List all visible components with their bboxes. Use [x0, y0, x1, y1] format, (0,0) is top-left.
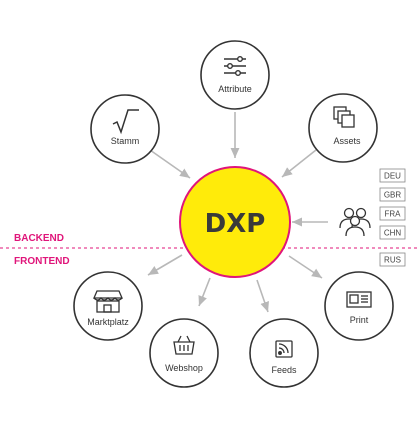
language-chn-label: CHN: [384, 229, 402, 238]
users-icon: [339, 207, 371, 237]
language-fra-label: FRA: [385, 210, 402, 219]
node-print-label: Print: [350, 315, 369, 325]
store-icon: [93, 290, 123, 313]
node-marktplatz-label: Marktplatz: [87, 317, 129, 327]
language-gbr: GBR: [379, 187, 406, 202]
dxp-hub: [179, 166, 291, 278]
sliders-icon: [224, 56, 246, 76]
arrow-hub-to-feeds: [256, 279, 269, 313]
language-deu-label: DEU: [384, 172, 401, 181]
language-rus: RUS: [379, 252, 406, 267]
square-root-icon: [112, 109, 139, 135]
node-feeds-label: Feeds: [271, 365, 297, 375]
node-feeds: Feeds: [249, 318, 319, 388]
node-attribute: Attribute: [200, 40, 270, 110]
node-print: Print: [324, 271, 394, 341]
language-list: DEU GBR FRA CHN RUS: [379, 168, 406, 267]
language-gbr-label: GBR: [384, 191, 402, 200]
node-webshop: Webshop: [149, 318, 219, 388]
language-deu: DEU: [379, 168, 406, 183]
language-fra: FRA: [379, 206, 406, 221]
layers-icon: [333, 106, 355, 128]
node-stamm-label: Stamm: [111, 136, 140, 146]
frontend-label: FRONTEND: [14, 256, 70, 267]
basket-icon: [173, 335, 195, 355]
node-webshop-label: Webshop: [165, 363, 203, 373]
dxp-hub-label: DXP: [205, 209, 266, 239]
node-assets: Assets: [308, 93, 378, 163]
arrow-hub-to-marktplatz: [147, 254, 183, 276]
rss-icon: [275, 340, 293, 358]
arrow-stamm-to-hub: [149, 149, 191, 179]
arrow-hub-to-print: [288, 255, 323, 279]
node-attribute-label: Attribute: [218, 84, 252, 94]
arrow-hub-to-webshop: [198, 277, 211, 307]
arrow-assets-to-hub: [281, 149, 317, 178]
node-assets-label: Assets: [333, 136, 361, 146]
newspaper-icon: [346, 291, 372, 308]
node-marktplatz: Marktplatz: [73, 271, 143, 341]
language-chn: CHN: [379, 225, 406, 240]
node-stamm: Stamm: [90, 94, 160, 164]
backend-label: BACKEND: [14, 233, 64, 244]
language-rus-label: RUS: [384, 256, 401, 265]
